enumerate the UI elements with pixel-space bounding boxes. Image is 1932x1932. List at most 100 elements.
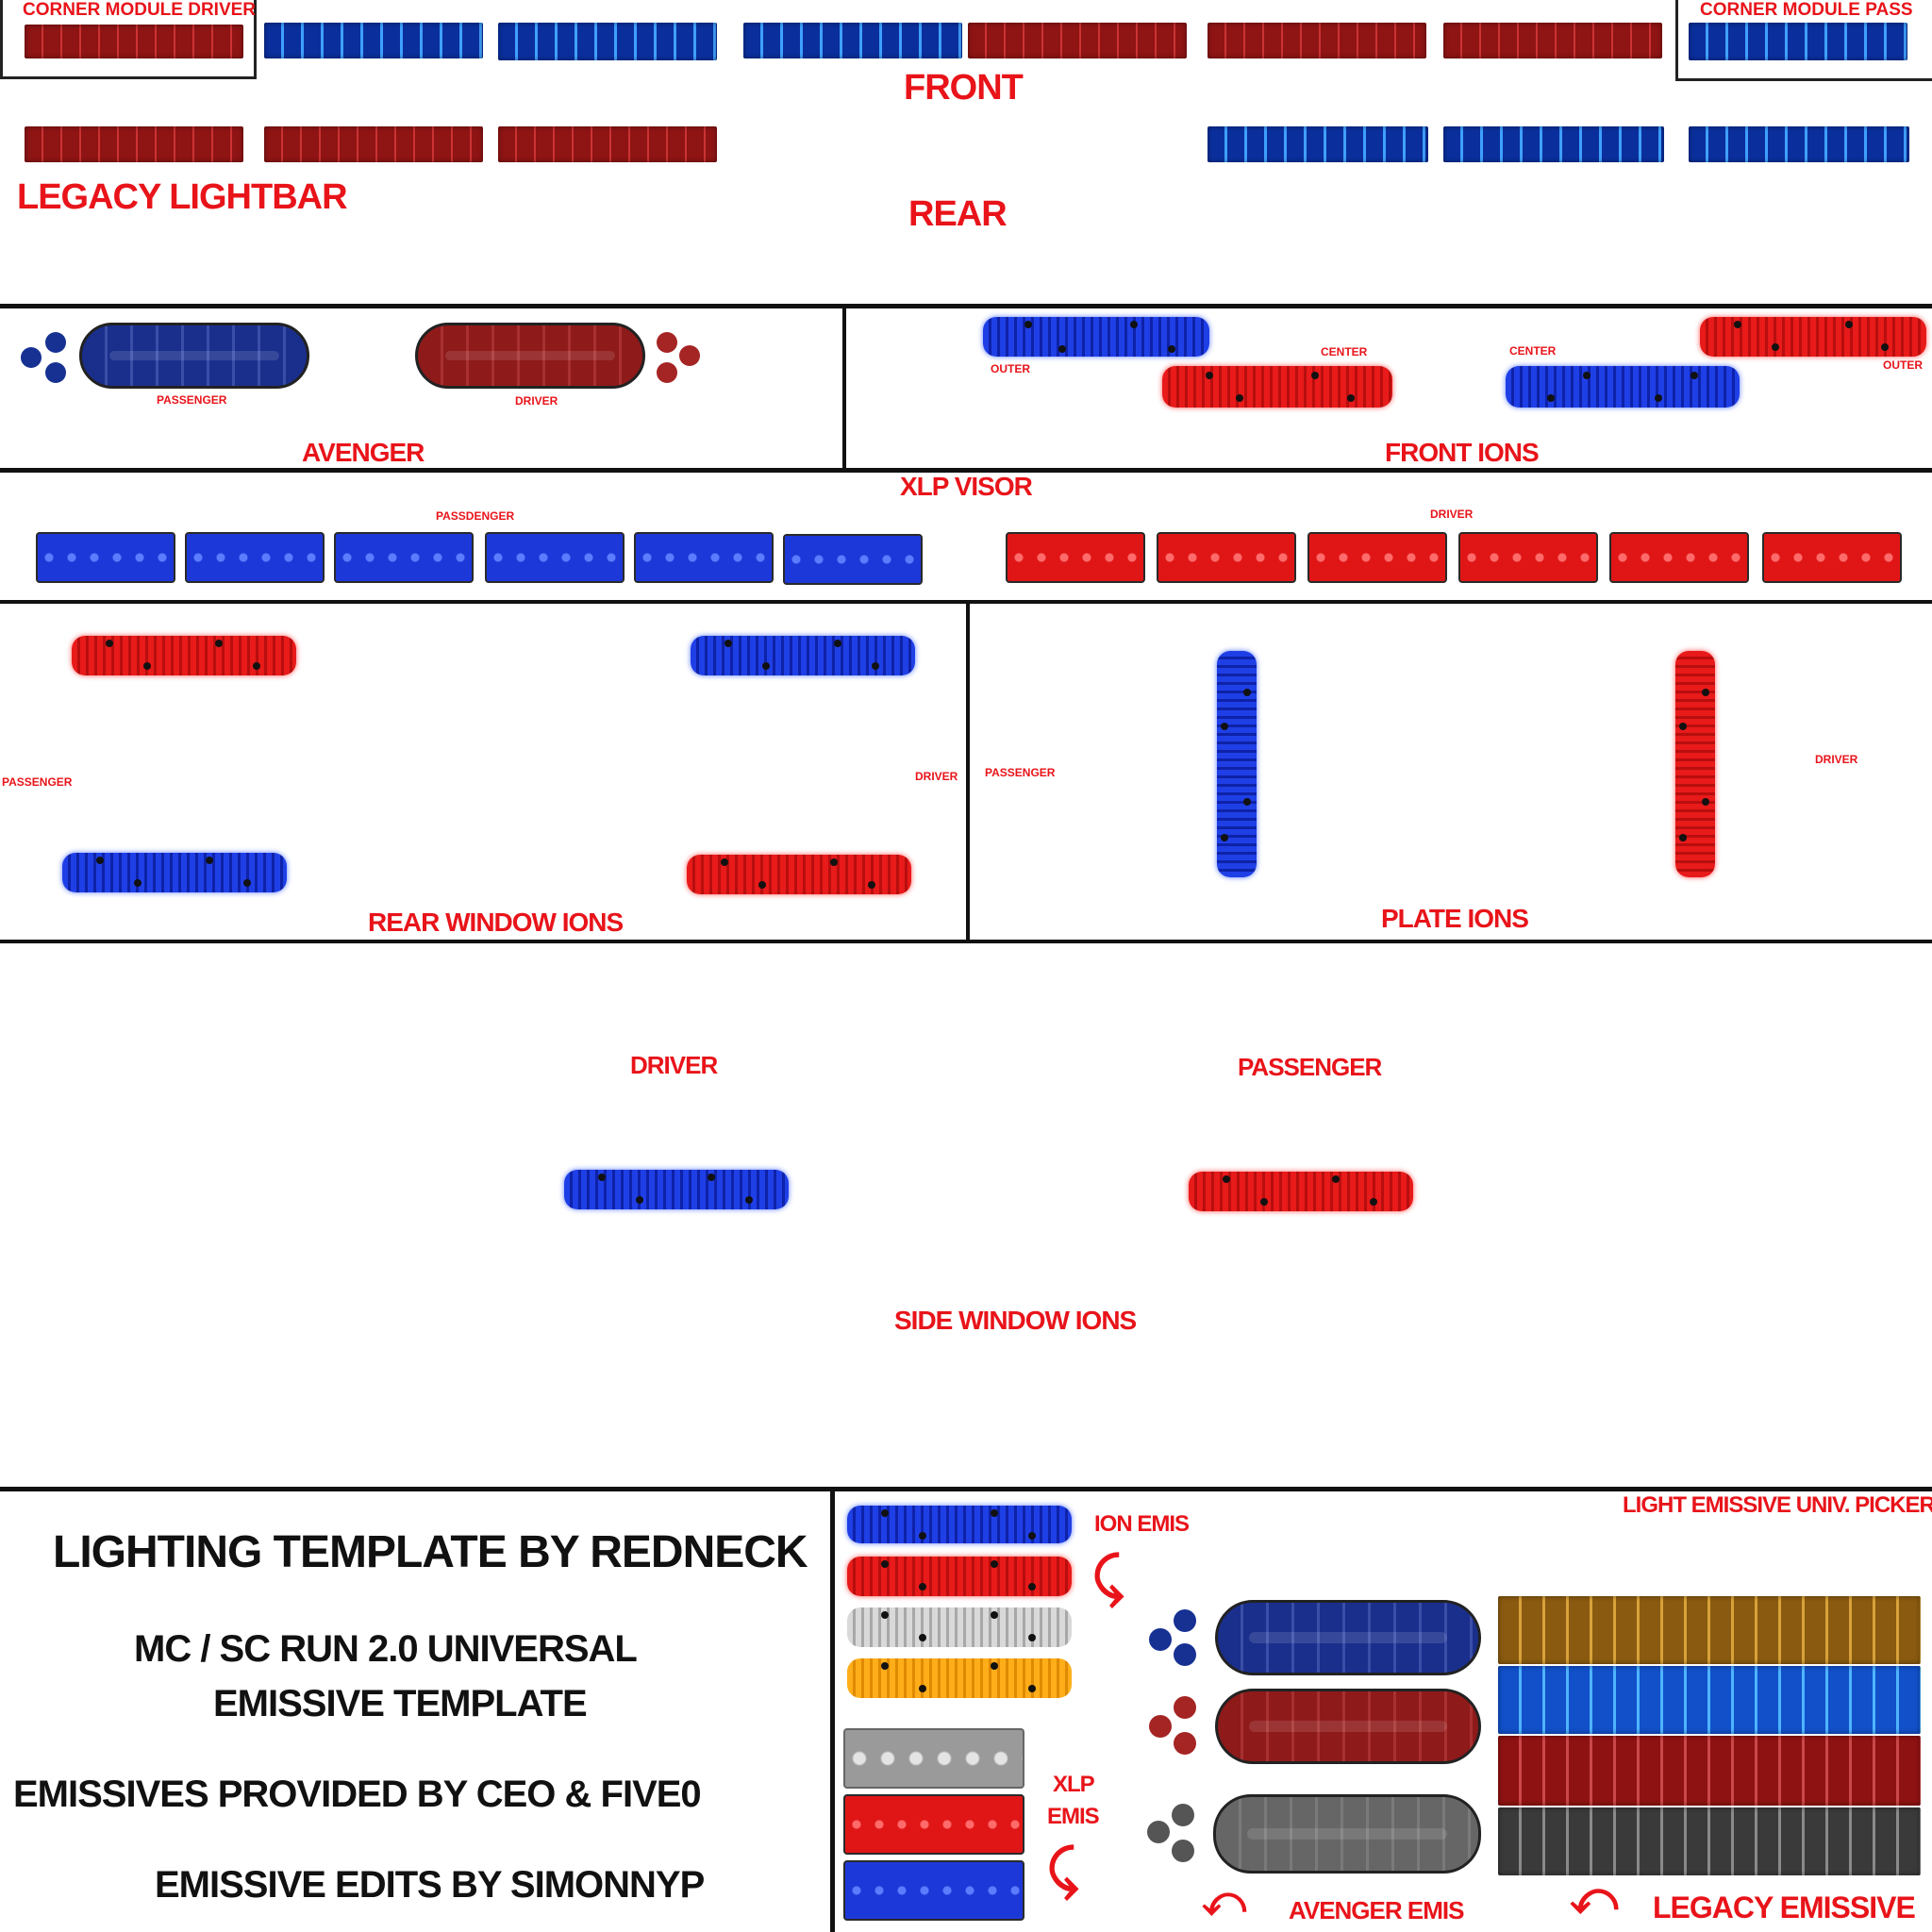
avenger-title: AVENGER [302,438,425,467]
ion-led [868,881,875,889]
ion-led [1311,372,1319,379]
legacy-emissive-red [1498,1736,1921,1806]
ion-led [881,1509,889,1517]
avenger-passenger-label: PASSENGER [157,393,227,407]
ion-emis-red [847,1557,1072,1596]
ion-led [991,1509,998,1517]
credits-line-4: EMISSIVES PROVIDED BY CEO & FIVE0 [13,1774,702,1815]
xlp-visor-driver-3 [1307,532,1447,583]
legacy-emissive-blue [1498,1666,1921,1734]
ion-led [1679,723,1687,730]
lightbar-front-seg-5 [968,23,1187,58]
ion-led [724,640,732,647]
side-window-ion-passenger [1189,1172,1413,1211]
side-window-ions-title: SIDE WINDOW IONS [894,1306,1137,1335]
curved-arrow-down-icon: ⤹ [1092,1547,1124,1608]
avenger-emis-pip [1174,1696,1196,1719]
lightbar-front-seg-6 [1208,23,1426,58]
rear-window-passenger-label: PASSENGER [2,775,73,789]
divider-avenger-ions [842,306,846,470]
lightbar-front-seg-4 [743,23,962,58]
front-ion-outer-right-label: OUTER [1883,358,1923,372]
avenger-emis-blue [1215,1600,1481,1675]
divider-credits-picker [830,1489,835,1932]
ion-led [1370,1198,1377,1206]
xlp-visor-driver-5 [1609,532,1749,583]
ion-led [991,1662,998,1670]
ion-emis-amber [847,1658,1072,1698]
xlp-visor-passenger-2 [185,532,325,583]
plate-passenger-label: PASSENGER [985,766,1056,779]
xlp-visor-passenger-4 [485,532,625,583]
ion-led [1223,1175,1230,1183]
curved-arrow-down-icon: ⤹ [1047,1840,1079,1901]
front-ion-outer-passenger [983,317,1209,357]
ion-led [762,662,770,670]
ion-led [919,1685,926,1692]
front-ions-title: FRONT IONS [1385,438,1540,467]
ion-led [206,857,213,864]
ion-led [1243,689,1251,696]
ion-led [636,1196,643,1204]
avenger-emis-pip [1174,1732,1196,1755]
rear-window-ion-top-left [72,636,296,675]
divider-5 [0,1487,1932,1491]
rear-window-ions-title: REAR WINDOW IONS [368,908,624,937]
ion-led [1028,1685,1036,1692]
divider-1 [0,304,1932,308]
lightbar-front-seg-8 [1689,23,1907,60]
ion-led [1881,343,1889,351]
avenger-pip [657,362,677,383]
rear-label: REAR [908,194,1008,234]
avenger-emis-label: AVENGER EMIS [1289,1896,1464,1924]
avenger-driver-label: DRIVER [515,394,558,408]
xlp-emis-label-1: XLP [1053,1772,1095,1797]
front-ion-outer-left-label: OUTER [991,362,1030,375]
ion-led [1547,394,1555,402]
rear-window-ion-top-right [691,636,915,675]
ion-led [1702,798,1709,806]
avenger-pip [657,332,677,353]
plate-ions-title: PLATE IONS [1381,904,1529,933]
lightbar-front-seg-3 [498,23,717,60]
lightbar-rear-seg-5 [1443,126,1664,162]
ion-led [1130,321,1138,328]
lightbar-rear-seg-3 [498,126,717,162]
ion-led [143,662,151,670]
side-window-driver-label: DRIVER [630,1051,718,1079]
picker-title: LIGHT EMISSIVE UNIV. PICKER [1623,1492,1932,1518]
corner-module-driver-frame [0,0,257,79]
ion-led [1583,372,1591,379]
ion-led [1679,834,1687,841]
ion-led [1655,394,1662,402]
xlp-visor-driver-1 [1006,532,1145,583]
front-ion-center-passenger [1162,366,1392,408]
avenger-emis-pip [1172,1840,1194,1862]
xlp-emis-grey [843,1728,1024,1789]
plate-driver-label: DRIVER [1815,753,1858,766]
avenger-emis-pip [1149,1628,1172,1651]
lightbar-front-seg-7 [1443,23,1662,58]
rear-window-ion-bottom-left [62,853,287,892]
rear-window-driver-label: DRIVER [915,770,958,783]
lightbar-rear-seg-6 [1689,126,1909,162]
ion-led [1028,1583,1036,1591]
lightbar-front-seg-1 [25,25,243,58]
front-ion-outer-driver [1700,317,1926,357]
ion-led [919,1634,926,1641]
ion-emis-label: ION EMIS [1094,1511,1190,1537]
ion-led [1690,372,1698,379]
avenger-emis-pip [1174,1643,1196,1666]
divider-2 [0,468,1932,473]
curved-arrow-left-icon: ⤺ [1570,1872,1619,1924]
ion-led [708,1174,715,1181]
ion-led [1206,372,1213,379]
ion-led [1028,1532,1036,1540]
ion-led [830,858,838,866]
ion-led [881,1611,889,1619]
ion-led [1028,1634,1036,1641]
front-label: FRONT [904,68,1024,108]
avenger-emis-pip [1147,1821,1170,1843]
ion-led [1772,343,1779,351]
xlp-visor-passenger-1 [36,532,175,583]
